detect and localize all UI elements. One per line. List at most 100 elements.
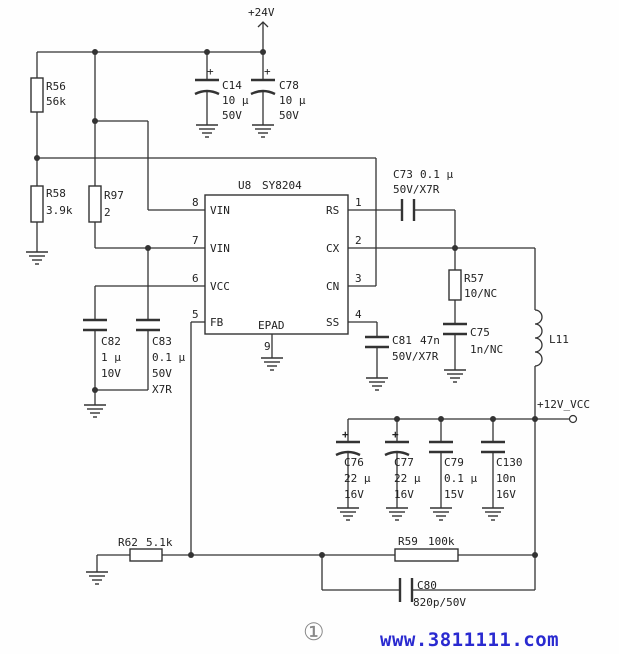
c78-v2: 50V bbox=[279, 109, 299, 122]
r62-value: 5.1k bbox=[146, 536, 173, 549]
pin-name: VIN bbox=[210, 242, 230, 255]
ic-part-number: SY8204 bbox=[262, 179, 302, 192]
capacitor-c14: + C14 10 µ 50V bbox=[194, 65, 249, 122]
ground-c130-icon bbox=[482, 507, 504, 521]
c80-value: 820p/50V bbox=[413, 596, 466, 609]
pin-num: 6 bbox=[192, 272, 199, 285]
polarity-plus-icon: + bbox=[342, 428, 349, 441]
r56-value: 56k bbox=[46, 95, 66, 108]
pin-name: RS bbox=[326, 204, 339, 217]
vout-label: +12V_VCC bbox=[537, 398, 590, 411]
r97-ref: R97 bbox=[104, 189, 124, 202]
pin-num: 3 bbox=[355, 272, 362, 285]
c78-v1: 10 µ bbox=[279, 94, 306, 107]
r59-value: 100k bbox=[428, 535, 455, 548]
resistor-r57: R57 10/NC bbox=[448, 269, 497, 301]
c14-v2: 50V bbox=[222, 109, 242, 122]
c76-ref: C76 bbox=[344, 456, 364, 469]
pin-name: SS bbox=[326, 316, 339, 329]
c14-v1: 10 µ bbox=[222, 94, 249, 107]
c81-v1: 47n bbox=[420, 334, 440, 347]
ground-c81-icon bbox=[366, 377, 388, 391]
c83-ref: C83 bbox=[152, 335, 172, 348]
inductor-l11: L11 bbox=[534, 309, 569, 367]
capacitor-c80: C80 820p/50V bbox=[398, 578, 466, 609]
capacitor-c79: C79 0.1 µ 15V bbox=[429, 440, 477, 501]
resistor-r58: R58 3.9k bbox=[30, 185, 73, 223]
ground-c79-icon bbox=[430, 507, 452, 521]
pin-num: 8 bbox=[192, 196, 199, 209]
resistor-r97: R97 2 bbox=[88, 185, 124, 223]
ground-c77-icon bbox=[386, 507, 408, 521]
pin-num: 2 bbox=[355, 234, 362, 247]
c82-ref: C82 bbox=[101, 335, 121, 348]
ground-c14-icon bbox=[196, 124, 218, 138]
pin-num: 5 bbox=[192, 308, 199, 321]
c130-ref: C130 bbox=[496, 456, 523, 469]
vin-supply-symbol: +24V bbox=[248, 6, 275, 28]
junction-dots bbox=[34, 49, 538, 558]
r57-value: 10/NC bbox=[464, 287, 497, 300]
pin-name: FB bbox=[210, 316, 224, 329]
pin-num: 7 bbox=[192, 234, 199, 247]
c83-v1: 0.1 µ bbox=[152, 351, 185, 364]
pin-name: CN bbox=[326, 280, 339, 293]
c82-v2: 10V bbox=[101, 367, 121, 380]
c130-v1: 10n bbox=[496, 472, 516, 485]
polarity-plus-icon: + bbox=[264, 65, 271, 78]
capacitor-c81: C81 47n 50V/X7R bbox=[365, 334, 440, 363]
c75-value: 1n/NC bbox=[470, 343, 503, 356]
polarity-plus-icon: + bbox=[207, 65, 214, 78]
c76-v2: 16V bbox=[344, 488, 364, 501]
capacitor-c73: C73 0.1 µ 50V/X7R bbox=[393, 168, 453, 221]
resistor-r59: R59 100k bbox=[394, 535, 459, 562]
c77-ref: C77 bbox=[394, 456, 414, 469]
vin-label: +24V bbox=[248, 6, 275, 19]
pin-num: 4 bbox=[355, 308, 362, 321]
c14-ref: C14 bbox=[222, 79, 242, 92]
c73-v2: 50V/X7R bbox=[393, 183, 440, 196]
c81-v2: 50V/X7R bbox=[392, 350, 439, 363]
ground-c82-icon bbox=[84, 404, 106, 418]
wires bbox=[36, 22, 570, 591]
ground-c75-icon bbox=[444, 369, 466, 383]
c79-v1: 0.1 µ bbox=[444, 472, 477, 485]
l11-ref: L11 bbox=[549, 333, 569, 346]
pin-name: VCC bbox=[210, 280, 230, 293]
c83-v3: X7R bbox=[152, 383, 172, 396]
figure-mark: ① bbox=[303, 618, 325, 646]
r57-ref: R57 bbox=[464, 272, 484, 285]
c130-v2: 16V bbox=[496, 488, 516, 501]
ground-r62-icon bbox=[86, 571, 108, 585]
pin-name: CX bbox=[326, 242, 340, 255]
c78-ref: C78 bbox=[279, 79, 299, 92]
capacitor-c83: C83 0.1 µ 50V X7R bbox=[136, 318, 185, 396]
capacitor-c82: C82 1 µ 10V bbox=[83, 318, 121, 380]
c76-v1: 22 µ bbox=[344, 472, 371, 485]
c83-v2: 50V bbox=[152, 367, 172, 380]
pin-num: 1 bbox=[355, 196, 362, 209]
c81-ref: C81 bbox=[392, 334, 412, 347]
c73-ref: C73 bbox=[393, 168, 413, 181]
capacitor-c75: C75 1n/NC bbox=[443, 322, 503, 356]
ground-r58-icon bbox=[26, 251, 48, 265]
r62-ref: R62 bbox=[118, 536, 138, 549]
resistor-r62: R62 5.1k bbox=[118, 536, 173, 562]
r56-ref: R56 bbox=[46, 80, 66, 93]
r97-value: 2 bbox=[104, 206, 111, 219]
polarity-plus-icon: + bbox=[392, 428, 399, 441]
c79-ref: C79 bbox=[444, 456, 464, 469]
capacitor-c77: + C77 22 µ 16V bbox=[384, 428, 421, 501]
capacitor-c78: + C78 10 µ 50V bbox=[250, 65, 306, 122]
c77-v2: 16V bbox=[394, 488, 414, 501]
pin-name: VIN bbox=[210, 204, 230, 217]
watermark-url: www.3811111.com bbox=[380, 629, 559, 651]
c75-ref: C75 bbox=[470, 326, 490, 339]
c73-v1: 0.1 µ bbox=[420, 168, 453, 181]
capacitor-c130: C130 10n 16V bbox=[481, 440, 523, 501]
ground-c76-icon bbox=[337, 507, 359, 521]
resistor-r56: R56 56k bbox=[30, 77, 66, 113]
ground-epad-icon bbox=[261, 357, 283, 371]
vout-terminal: +12V_VCC bbox=[537, 398, 590, 424]
